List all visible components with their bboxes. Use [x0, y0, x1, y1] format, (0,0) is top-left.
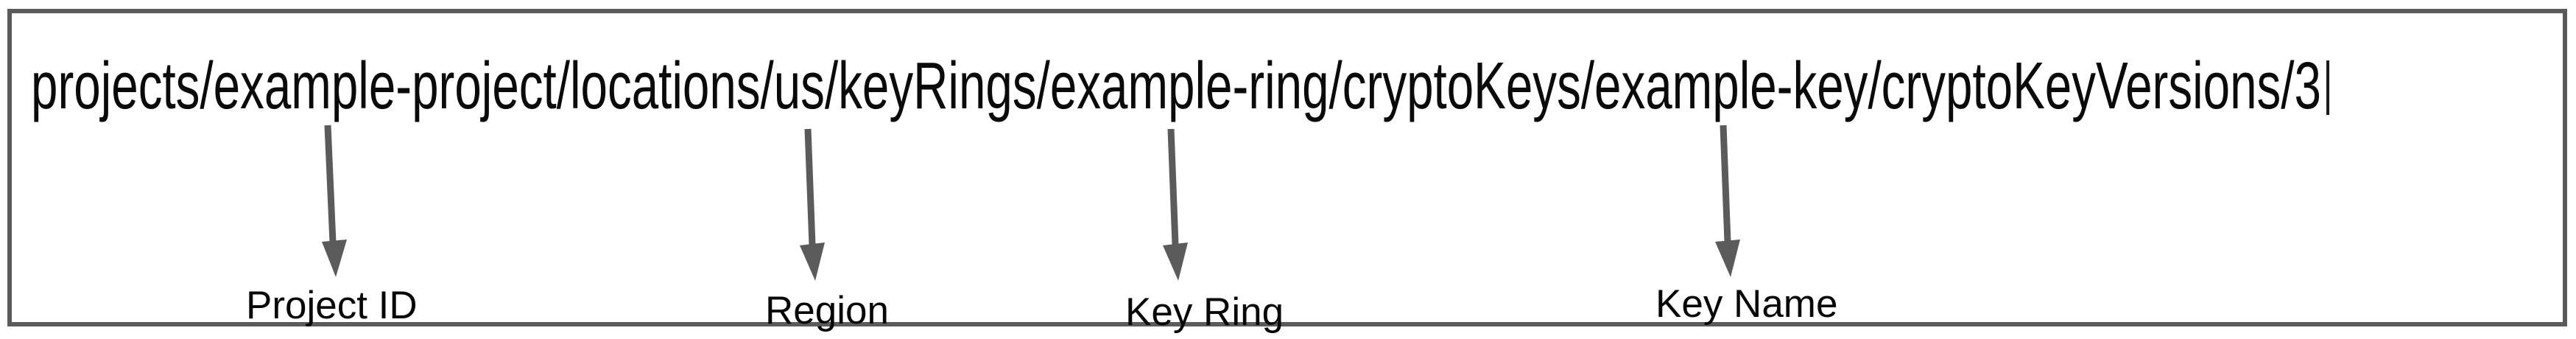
arrow-region-icon	[800, 128, 825, 281]
label-region: Region	[765, 289, 889, 332]
arrow-key-ring-icon	[1163, 128, 1188, 281]
arrow-key-name-icon	[1715, 125, 1740, 277]
label-key-ring: Key Ring	[1125, 290, 1284, 334]
resource-path-input-box[interactable]: projects/example-project/locations/us/ke…	[7, 9, 2567, 332]
label-project-id: Project ID	[246, 284, 418, 327]
label-key-name: Key Name	[1655, 282, 1838, 326]
arrow-project-id-icon	[322, 125, 347, 277]
resource-path-text[interactable]: projects/example-project/locations/us/ke…	[31, 49, 2321, 123]
text-caret-icon	[2326, 60, 2329, 115]
